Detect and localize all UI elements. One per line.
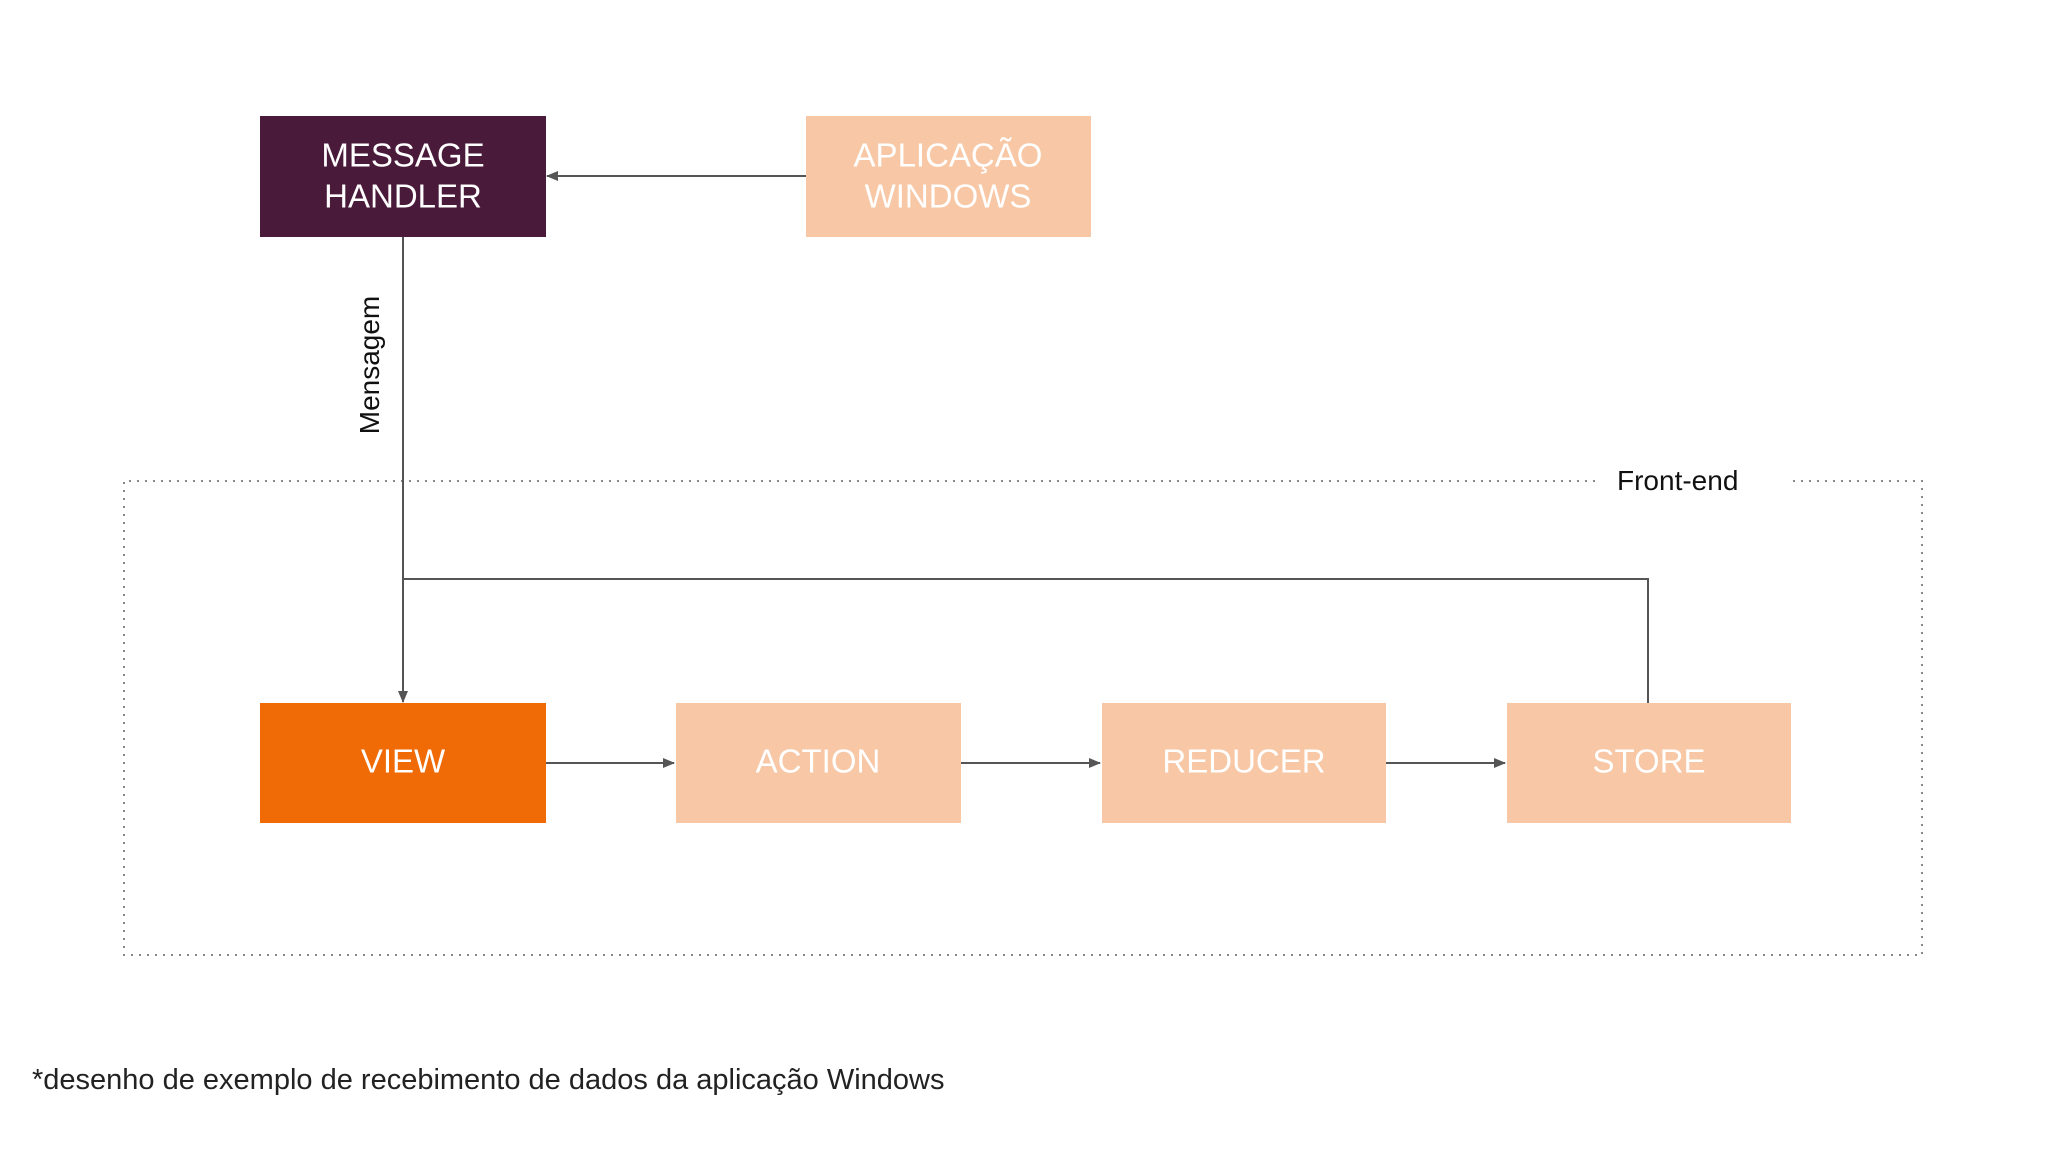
- action-label: ACTION: [756, 743, 881, 780]
- store-label: STORE: [1592, 743, 1705, 780]
- node-store: STORE: [1507, 703, 1791, 823]
- view-label: VIEW: [361, 743, 446, 780]
- node-reducer: REDUCER: [1102, 703, 1386, 823]
- frontend-group: Front-end: [123, 465, 1923, 956]
- edge-label-mensagem: Mensagem: [354, 296, 385, 435]
- node-action: ACTION: [676, 703, 961, 823]
- footnote: *desenho de exemplo de recebimento de da…: [32, 1064, 945, 1096]
- aplicacao-windows-box: [806, 116, 1091, 237]
- node-message-handler: MESSAGE HANDLER: [260, 116, 546, 237]
- edge-store-to-view: [403, 578, 1649, 703]
- store-box: [1507, 703, 1791, 823]
- node-view: VIEW: [260, 703, 546, 823]
- reducer-label: REDUCER: [1162, 743, 1325, 780]
- action-box: [676, 703, 961, 823]
- edges: Mensagem: [354, 171, 1649, 768]
- aplicacao-windows-label-line2: WINDOWS: [865, 178, 1032, 215]
- frontend-group-border: [123, 480, 1923, 956]
- frontend-group-label: Front-end: [1617, 465, 1738, 496]
- aplicacao-windows-label-line1: APLICAÇÃO: [854, 137, 1043, 174]
- message-handler-label-line2: HANDLER: [324, 178, 482, 215]
- view-box: [260, 703, 546, 823]
- node-aplicacao-windows: APLICAÇÃO WINDOWS: [806, 116, 1091, 237]
- message-handler-box: [260, 116, 546, 237]
- reducer-box: [1102, 703, 1386, 823]
- message-handler-label-line1: MESSAGE: [321, 137, 484, 174]
